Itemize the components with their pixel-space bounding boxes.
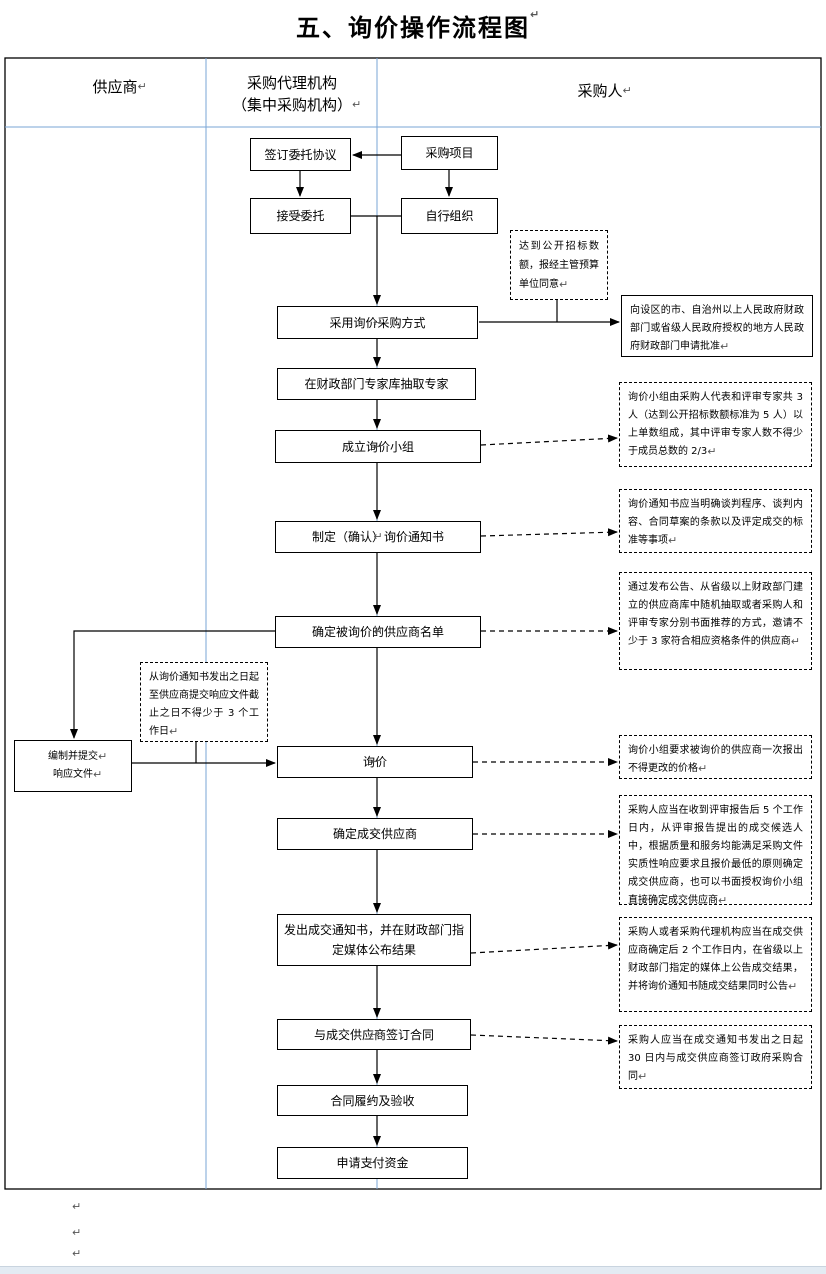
note-one-quote: 询价小组要求被询价的供应商一次报出不得更改的价格↵ bbox=[619, 735, 812, 779]
adopt-inquiry-method-box: 采用询价采购方式↵ bbox=[277, 306, 478, 339]
header-supplier: 供应商↵ bbox=[92, 78, 147, 96]
self-organize-box: 自行组织↵ bbox=[401, 198, 498, 234]
note-group-composition: 询价小组由采购人代表和评审专家共 3 人（达到公开招标数额标准为 5 人）以上单… bbox=[619, 382, 812, 467]
note-apply-approval: 向设区的市、自治州以上人民政府财政部门或省级人民政府授权的地方人民政府财政部门申… bbox=[621, 295, 813, 357]
paragraph-mark: ↵ bbox=[72, 1247, 82, 1260]
accept-entrust-box: 接受委托↵ bbox=[250, 198, 351, 234]
sign-agreement-box: 签订委托协议↵ bbox=[250, 138, 351, 171]
note-determine-rule: 采购人应当在收到评审报告后 5 个工作日内，从评审报告提出的成交候选人中，根据质… bbox=[619, 795, 812, 907]
perform-accept-box: 合同履约及验收↵ bbox=[277, 1085, 468, 1116]
form-inquiry-group-box: 成立询价小组↵ bbox=[275, 430, 481, 463]
page-title: 五、询价操作流程图↵ bbox=[296, 8, 542, 42]
prepare-submit-line1: 编制并提交 bbox=[48, 751, 98, 762]
issue-notice-box: 发出成交通知书，并在财政部门指定媒体公布结果 bbox=[277, 914, 471, 966]
note-publish-rule: 采购人或者采购代理机构应当在成交供应商确定后 2 个工作日内，在省级以上财政部门… bbox=[619, 917, 812, 1012]
purchase-project-box: 采购项目↵ bbox=[401, 136, 498, 170]
make-inquiry-notice-box: 制定（确认）询价通知书↵ bbox=[275, 521, 481, 553]
prepare-submit-line2: 响应文件 bbox=[53, 769, 93, 780]
note-response-time: 从询价通知书发出之日起至供应商提交响应文件截止之日不得少于 3 个工作日↵ bbox=[140, 662, 268, 742]
sign-contract-box: 与成交供应商签订合同↵ bbox=[277, 1019, 471, 1050]
note-approval-required: 达到公开招标数额，报经主管预算单位同意↵ bbox=[510, 230, 608, 300]
inquiry-box: 询价↵ bbox=[277, 746, 473, 778]
extract-experts-box: 在财政部门专家库抽取专家 bbox=[277, 368, 476, 400]
header-purchaser: 采购人↵ bbox=[577, 82, 632, 100]
apply-payment-box: 申请支付资金↵ bbox=[277, 1147, 468, 1179]
paragraph-mark: ↵ bbox=[72, 1200, 82, 1213]
header-agency: 采购代理机构 （集中采购机构）↵ bbox=[212, 72, 372, 116]
note-contract-rule: 采购人应当在成交通知书发出之日起 30 日内与成交供应商签订政府采购合同↵ bbox=[619, 1025, 812, 1089]
header-agency-line2: （集中采购机构） bbox=[231, 96, 352, 114]
note-notice-content: 询价通知书应当明确谈判程序、谈判内容、合同草案的条款以及评定成交的标准等事项↵ bbox=[619, 489, 812, 553]
paragraph-mark: ↵ bbox=[72, 1226, 82, 1239]
header-agency-line1: 采购代理机构 bbox=[246, 74, 337, 92]
note-supplier-selection: 通过发布公告、从省级以上财政部门建立的供应商库中随机抽取或者采购人和评审专家分别… bbox=[619, 572, 812, 670]
confirm-supplier-list-box: 确定被询价的供应商名单↵ bbox=[275, 616, 481, 648]
prepare-submit-response-box: 编制并提交↵ 响应文件↵ bbox=[14, 740, 132, 792]
determine-supplier-box: 确定成交供应商↵ bbox=[277, 818, 473, 850]
page-bottom-edge bbox=[0, 1266, 826, 1274]
